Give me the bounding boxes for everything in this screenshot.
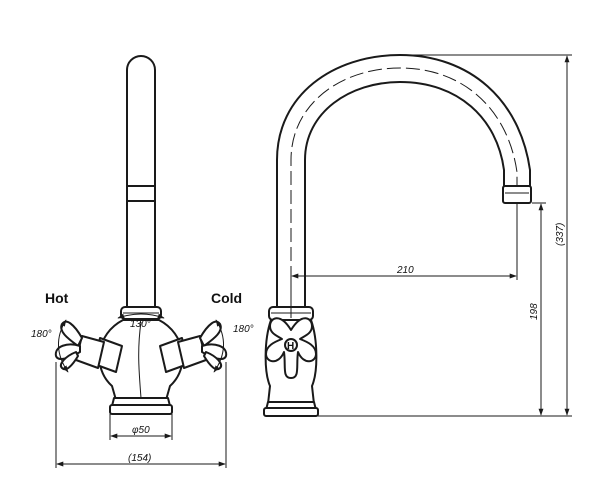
spout-rotation-label: 130° bbox=[130, 319, 151, 330]
side-spout-outer bbox=[276, 54, 531, 321]
side-spout-inner bbox=[304, 81, 505, 321]
hot-rotation-label: 180° bbox=[31, 329, 52, 340]
cold-rotation-arc bbox=[213, 319, 224, 373]
outlet-height-label: 198 bbox=[529, 303, 540, 320]
front-body-center-line bbox=[138, 321, 142, 399]
spout-rotation-arc bbox=[117, 313, 165, 319]
side-spout-outlet bbox=[502, 185, 532, 204]
side-spout-centerline bbox=[290, 67, 518, 318]
hot-handle-lever-upper bbox=[60, 320, 83, 347]
cold-handle-lever-upper bbox=[199, 320, 222, 347]
front-base bbox=[109, 404, 173, 415]
side-handle-mark-icon: H bbox=[287, 341, 294, 352]
cold-handle bbox=[159, 320, 228, 373]
side-view: H 210 198 (337) bbox=[263, 54, 572, 417]
reach-label: 210 bbox=[396, 265, 414, 276]
overall-width-label: (154) bbox=[128, 453, 151, 464]
cold-rotation-label: 180° bbox=[233, 324, 254, 335]
cold-label: Cold bbox=[211, 290, 242, 306]
side-handle-button bbox=[284, 338, 298, 352]
base-diameter-label: φ50 bbox=[132, 425, 150, 436]
hot-rotation-arc bbox=[58, 319, 69, 373]
hot-label: Hot bbox=[45, 290, 69, 306]
front-view: Hot Cold 180° 180° 130° φ50 (154) bbox=[31, 55, 254, 468]
side-base bbox=[263, 407, 319, 417]
overall-height-label: (337) bbox=[555, 223, 566, 246]
front-spout-tube bbox=[126, 55, 156, 321]
